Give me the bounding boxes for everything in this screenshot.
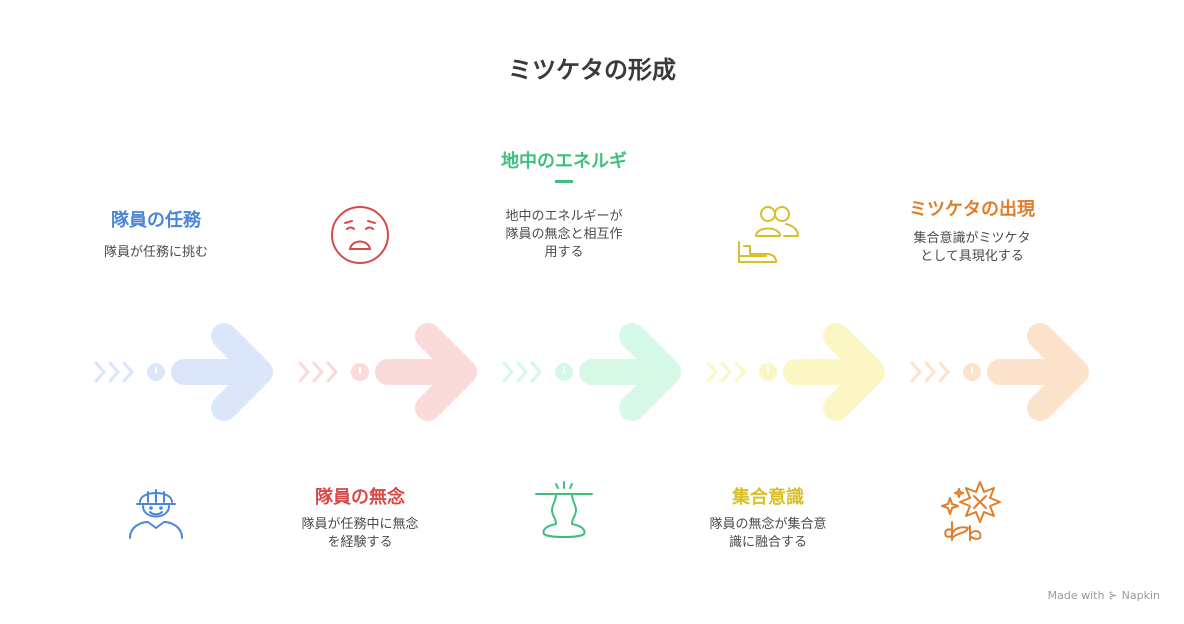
stage-1-desc-line: 隊員が任務に挑む bbox=[103, 245, 208, 260]
stage-3-desc-line: 地中のエネルギーが bbox=[505, 209, 623, 224]
chevron-icon bbox=[502, 361, 514, 383]
stage-3-desc-line: 用する bbox=[544, 245, 584, 260]
soldier-helmet-icon bbox=[129, 489, 183, 539]
napkin-watermark: Made with ⊱ Napkin bbox=[1048, 589, 1160, 602]
big-arrow-icon bbox=[783, 323, 885, 421]
chevron-icon bbox=[94, 361, 106, 383]
stage-5-desc-line: として具現化する bbox=[920, 249, 1024, 264]
stage-1-description: 隊員が任務に挑む bbox=[76, 244, 236, 262]
stage-4-heading: 集合意識 bbox=[732, 487, 804, 508]
stage-2-desc-line: 隊員が任務中に無念 bbox=[301, 517, 419, 532]
chevron-icon bbox=[706, 361, 718, 383]
chevron-icon bbox=[720, 361, 732, 383]
stage-5-description: 集合意識がミツケタ として具現化する bbox=[892, 230, 1052, 266]
chevron-icon bbox=[530, 361, 542, 383]
stage-2-desc-line: を経験する bbox=[327, 535, 393, 550]
arrow-stage-3 bbox=[502, 323, 681, 421]
chevron-icon bbox=[122, 361, 134, 383]
stage-4-description: 隊員の無念が集合意 識に融合する bbox=[688, 516, 848, 552]
chevron-icon bbox=[734, 361, 746, 383]
made-with-label: Made with bbox=[1047, 589, 1105, 602]
people-group-icon bbox=[738, 206, 799, 263]
arrow-stage-4 bbox=[706, 323, 885, 421]
sad-face-icon bbox=[331, 206, 389, 264]
chevron-icon bbox=[924, 361, 936, 383]
stage-2-heading: 隊員の無念 bbox=[315, 487, 405, 508]
chevron-icon bbox=[298, 361, 310, 383]
big-arrow-icon bbox=[375, 323, 477, 421]
big-arrow-icon bbox=[579, 323, 681, 421]
chevron-icon bbox=[938, 361, 950, 383]
ground-energy-icon bbox=[535, 481, 593, 538]
stage-1-heading: 隊員の任務 bbox=[111, 210, 201, 231]
chevron-icon bbox=[326, 361, 338, 383]
big-arrow-icon bbox=[987, 323, 1089, 421]
napkin-brand: Napkin bbox=[1121, 589, 1160, 602]
stage-2-description: 隊員が任務中に無念 を経験する bbox=[280, 516, 440, 552]
chevron-icon bbox=[516, 361, 528, 383]
stage-3-heading: 地中のエネルギ bbox=[501, 151, 627, 172]
page-title: ミツケタの形成 bbox=[508, 56, 676, 84]
arrow-stage-5 bbox=[910, 323, 1089, 421]
arrow-stage-1 bbox=[94, 323, 273, 421]
chevron-icon bbox=[910, 361, 922, 383]
stage-3-heading-underline bbox=[555, 180, 573, 183]
stage-5-heading: ミツケタの出現 bbox=[909, 199, 1035, 220]
arrow-stage-2 bbox=[298, 323, 477, 421]
napkin-logo-icon: ⊱ bbox=[1108, 589, 1118, 602]
sparkle-flower-icon bbox=[941, 481, 1001, 541]
big-arrow-icon bbox=[171, 323, 273, 421]
stage-4-desc-line: 識に融合する bbox=[728, 535, 807, 550]
chevron-icon bbox=[108, 361, 120, 383]
stage-3-description: 地中のエネルギーが 隊員の無念と相互作 用する bbox=[484, 208, 644, 262]
chevron-icon bbox=[312, 361, 324, 383]
stage-4-desc-line: 隊員の無念が集合意 bbox=[709, 517, 827, 532]
stage-3-desc-line: 隊員の無念と相互作 bbox=[505, 227, 623, 242]
stage-5-desc-line: 集合意識がミツケタ bbox=[913, 231, 1031, 246]
